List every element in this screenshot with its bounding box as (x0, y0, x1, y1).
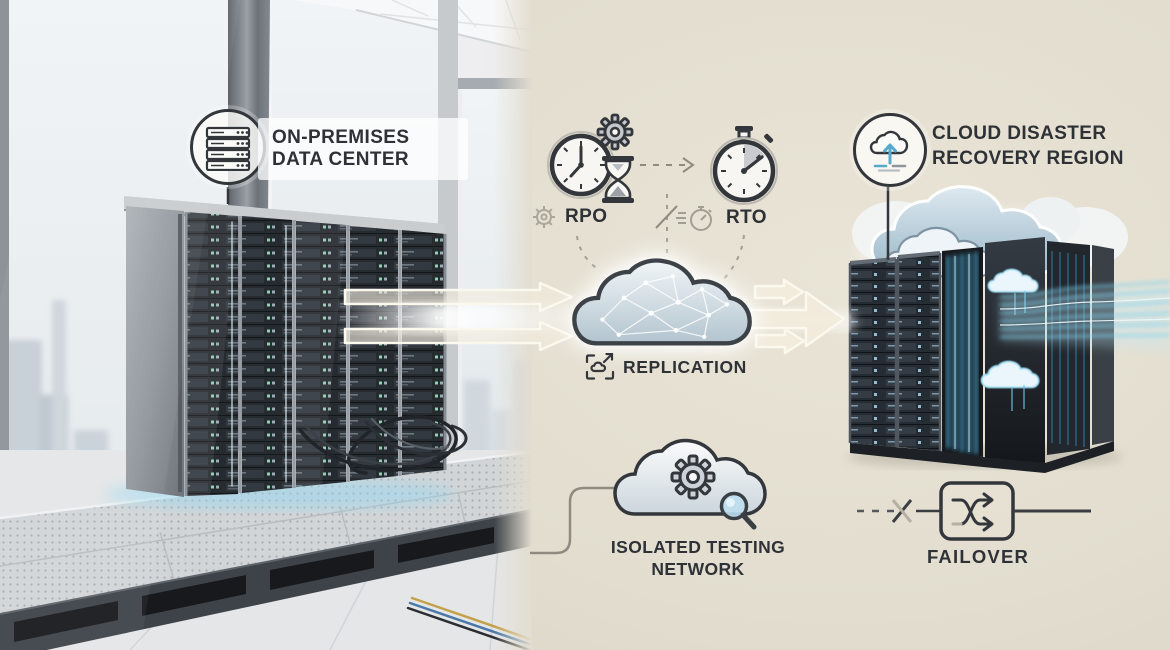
isolated-testing-cloud (613, 438, 767, 530)
onprem-label-line2: DATA CENTER (272, 149, 410, 171)
mesh-nodes (600, 274, 730, 340)
isolated-network-label: ISOLATED TESTING NETWORK (592, 537, 804, 581)
data-streams (999, 281, 1170, 351)
cloud-dr-badge (853, 113, 927, 187)
rpo-label-row: RPO (531, 204, 607, 230)
window-frame-left (0, 0, 9, 650)
isolated-label-line1: ISOLATED TESTING (610, 537, 786, 557)
network-mesh (602, 275, 728, 338)
replication-label: REPLICATION (623, 356, 747, 377)
light-streak (0, 0, 240, 650)
failover-assembly (857, 481, 1091, 541)
clock-icon (547, 131, 615, 199)
server-room-photo (0, 0, 532, 650)
cloud-dr-label: CLOUD DISASTER RECOVERY REGION (932, 121, 1124, 171)
replication-beam-right (745, 308, 855, 331)
cloud-upload-icon (869, 130, 909, 172)
photo-fade-edge (494, 0, 532, 650)
rpo-icon-cluster (547, 113, 634, 203)
hourglass-icon (602, 156, 634, 203)
cloud-dr-racks-illustration (847, 185, 1170, 473)
gear-outline-icon (533, 206, 555, 228)
rto-label-row: RTO (676, 203, 767, 233)
break-slash (655, 205, 678, 229)
dr-rack-units (848, 237, 1114, 473)
failover-switch-icon (939, 481, 1015, 541)
server-rack-icon (205, 126, 251, 171)
replication-cloud (572, 258, 752, 346)
gear-icon (670, 454, 716, 500)
rpo-label: RPO (565, 205, 608, 227)
speeding-stopwatch-icon (676, 206, 712, 231)
onprem-label-line1: ON-PREMISES (272, 127, 410, 148)
stopwatch-icon (710, 126, 778, 205)
isolated-label-line2: NETWORK (651, 558, 745, 579)
rto-label: RTO (726, 206, 767, 228)
rack-led-strips (230, 220, 440, 488)
cloud-sync-bracket-icon (585, 353, 615, 380)
replication-label-row: REPLICATION (585, 353, 747, 381)
gear-icon (596, 113, 634, 151)
failover-label: FAILOVER (926, 546, 1030, 567)
onprem-badge (190, 109, 266, 185)
rack-cabinet-side (126, 206, 184, 497)
break-x-icon (891, 499, 913, 523)
cloud-dr-label-line2: RECOVERY REGION (932, 148, 1124, 170)
onprem-label: ON-PREMISES DATA CENTER (258, 118, 468, 181)
magnifier-icon (719, 491, 757, 530)
cloud-dr-label-line1: CLOUD DISASTER (932, 123, 1107, 144)
